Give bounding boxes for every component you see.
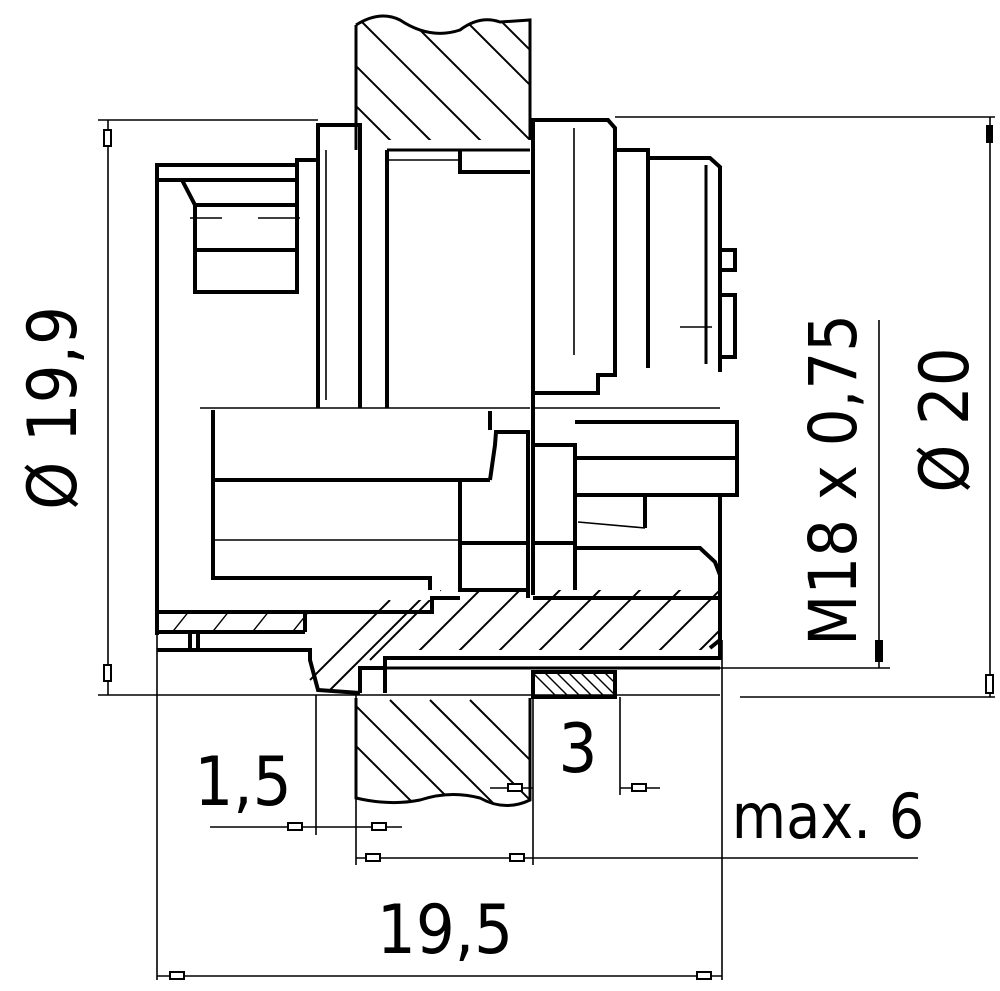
dim-label-body-diameter: Ø 19,9 — [14, 306, 93, 510]
housing-section — [157, 590, 722, 699]
dimension-lines — [98, 116, 995, 980]
dim-label-flange-thickness: 1,5 — [194, 743, 291, 822]
dim-label-thread: M18 x 0,75 — [795, 314, 872, 646]
panel-bottom-section — [354, 698, 532, 807]
dim-label-panel-cutout: Ø 20 — [906, 347, 985, 492]
panel-top-section — [354, 14, 532, 150]
dim-label-overall-length: 19,5 — [377, 891, 513, 970]
dim-label-nut-thickness: 3 — [559, 710, 598, 789]
dim-label-max-panel-thickness: max. 6 — [732, 780, 924, 853]
connector-body — [155, 118, 739, 640]
